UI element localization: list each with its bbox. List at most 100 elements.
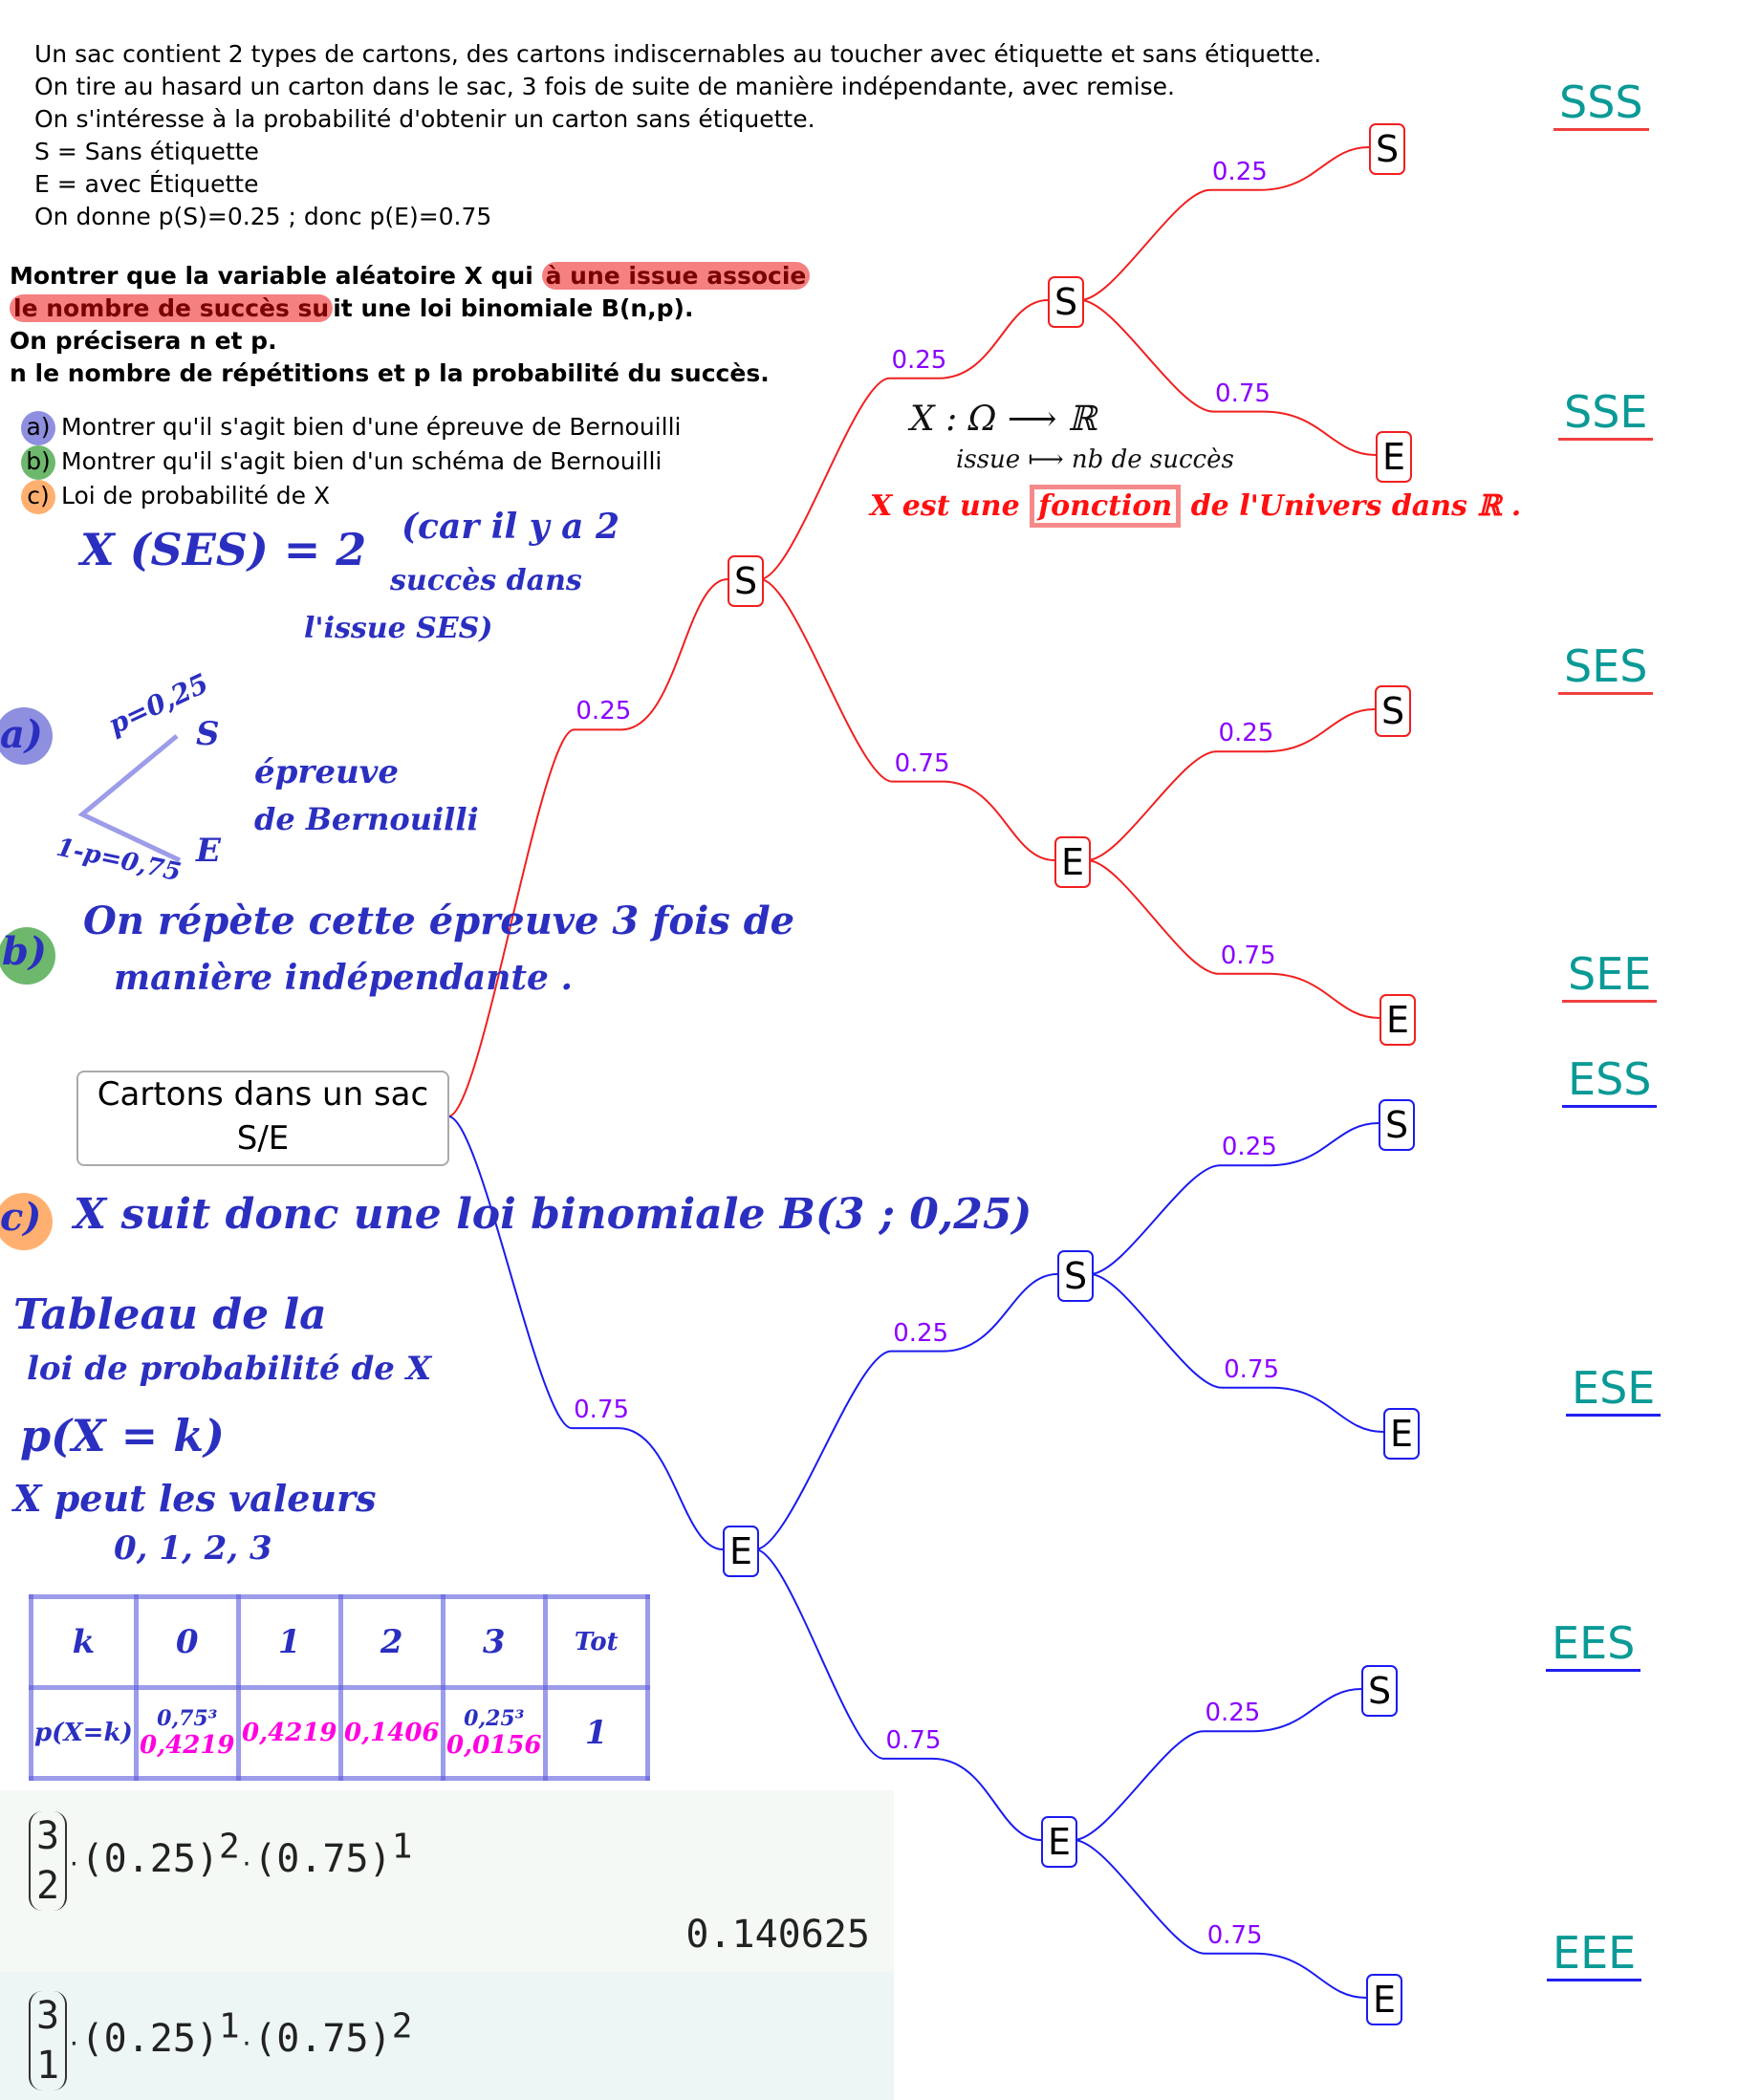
table-cell: 3 <box>440 1594 548 1690</box>
tree-node-ESE[interactable]: E <box>1383 1408 1420 1460</box>
tree-node-SEE[interactable]: E <box>1380 994 1416 1046</box>
annotation-function-note: X est une fonction de l'Univers dans ℝ . <box>870 485 1522 528</box>
branch-probability: 0.25 <box>891 345 947 375</box>
table-cell: 2 <box>337 1594 445 1690</box>
annotation-b: b) <box>2 929 47 974</box>
item-text: Loi de probabilité de X <box>61 482 331 509</box>
outcome-label: ESS <box>1562 1053 1658 1108</box>
value: 0,1406 <box>344 1719 440 1747</box>
tree-node-EEE[interactable]: E <box>1366 1974 1402 2025</box>
annotation: épreuve <box>254 753 400 791</box>
annotation: de Bernouilli <box>254 801 479 837</box>
tree-node-S[interactable]: S <box>728 555 764 607</box>
tree-branch <box>447 1115 724 1550</box>
intro-line: On s'intéresse à la probabilité d'obteni… <box>34 105 815 133</box>
boxed-word: fonction <box>1030 485 1182 528</box>
marker-b <box>0 927 55 985</box>
value: 0,4219 <box>140 1731 235 1760</box>
calculator-result: 0.140625 <box>685 1913 870 1957</box>
tree-node-EE[interactable]: E <box>1041 1816 1077 1868</box>
annotation: (car il y a 2 <box>402 507 620 547</box>
table-cell: 0 <box>133 1594 241 1690</box>
table-cell: 1 <box>235 1594 343 1690</box>
annotation-function-map: issue ⟼ nb de succès <box>956 445 1234 474</box>
intro-line: S = Sans étiquette <box>34 138 259 165</box>
tree-node-SSE[interactable]: E <box>1376 431 1412 483</box>
outcome-label: SSS <box>1553 76 1649 131</box>
annotation-function-def: X : Ω ⟶ ℝ <box>910 400 1097 439</box>
tree-node-EES[interactable]: S <box>1361 1665 1398 1717</box>
outcome-label: SSE <box>1558 386 1654 441</box>
item-letter: c) <box>21 480 55 514</box>
tree-node-SE[interactable]: E <box>1054 836 1091 888</box>
bernoulli-branch-sketch <box>77 734 182 863</box>
outcome-label: EEE <box>1547 1927 1642 1981</box>
tree-branch <box>1079 299 1377 456</box>
branch-probability: 0.75 <box>1220 941 1276 970</box>
question-text: On précisera n et p. <box>10 327 277 355</box>
branch-probability: 0.25 <box>576 697 632 726</box>
annotation: S <box>196 715 220 753</box>
tree-branch <box>1073 1839 1367 1999</box>
outcome-label: EES <box>1546 1617 1641 1672</box>
question-text: Montrer que la variable aléatoire X qui <box>10 262 542 290</box>
tree-root-node[interactable]: Cartons dans un sac S/E <box>76 1071 449 1166</box>
item-text: Montrer qu'il s'agit bien d'une épreuve … <box>61 413 682 441</box>
annotation: X peut les valeurs <box>13 1477 377 1520</box>
intro-line: On donne p(S)=0.25 ; donc p(E)=0.75 <box>34 203 492 230</box>
tree-branch <box>1086 859 1380 1019</box>
annotation: Tableau de la <box>13 1290 327 1339</box>
branch-probability: 0.75 <box>1224 1354 1280 1384</box>
tree-branch <box>1073 1688 1362 1841</box>
intro-line: E = avec Étiquette <box>34 170 259 198</box>
tree-node-ES[interactable]: S <box>1057 1250 1094 1302</box>
tree-node-ESS[interactable]: S <box>1379 1099 1415 1151</box>
table-cell: 1 <box>542 1685 650 1781</box>
annotation: manière indépendante . <box>114 958 574 998</box>
tree-node-SS[interactable]: S <box>1048 276 1084 328</box>
problem-statement: Un sac contient 2 types de cartons, des … <box>34 38 1321 233</box>
marker-c <box>0 1193 53 1250</box>
tree-node-SSS[interactable]: S <box>1369 123 1405 175</box>
branch-probability: 0.25 <box>1205 1699 1261 1728</box>
annotation-xses: X (SES) = 2 <box>80 524 367 575</box>
table-cell: p(X=k) <box>29 1685 139 1781</box>
annotation: X suit donc une loi binomiale B(3 ; 0,25… <box>74 1190 1032 1239</box>
table-cell: Tot <box>542 1594 650 1690</box>
annotation: E <box>196 832 221 870</box>
annotation: On répète cette épreuve 3 fois de <box>83 898 795 943</box>
tree-branch <box>1089 1122 1380 1275</box>
tree-node-SES[interactable]: S <box>1375 685 1411 737</box>
table-row: k 0 1 2 3 Tot <box>29 1594 650 1690</box>
tree-branch <box>754 1548 1042 1841</box>
table-cell: k <box>29 1594 139 1690</box>
annotation: 0, 1, 2, 3 <box>114 1529 272 1568</box>
annotation: p(X = k) <box>20 1410 225 1461</box>
annotation: succès dans <box>390 564 582 597</box>
branch-probability: 0.75 <box>894 748 950 778</box>
tree-branch <box>1086 708 1376 861</box>
branch-probability: 0.25 <box>1218 719 1274 748</box>
formula: 0,75³ <box>157 1706 218 1731</box>
question-text: it une loi binomiale B(n,p). <box>333 294 694 322</box>
annotation: de l'Univers dans ℝ . <box>1190 489 1522 523</box>
intro-line: Un sac contient 2 types de cartons, des … <box>34 40 1322 68</box>
item-a: a)Montrer qu'il s'agit bien d'une épreuv… <box>21 411 681 445</box>
tree-node-E[interactable]: E <box>723 1526 759 1577</box>
item-letter: a) <box>21 411 55 445</box>
question: Montrer que la variable aléatoire X qui … <box>10 260 811 390</box>
branch-probability: 0.75 <box>1215 379 1271 408</box>
item-c: c)Loi de probabilité de X <box>21 480 681 514</box>
annotation-c: c) <box>0 1195 42 1240</box>
